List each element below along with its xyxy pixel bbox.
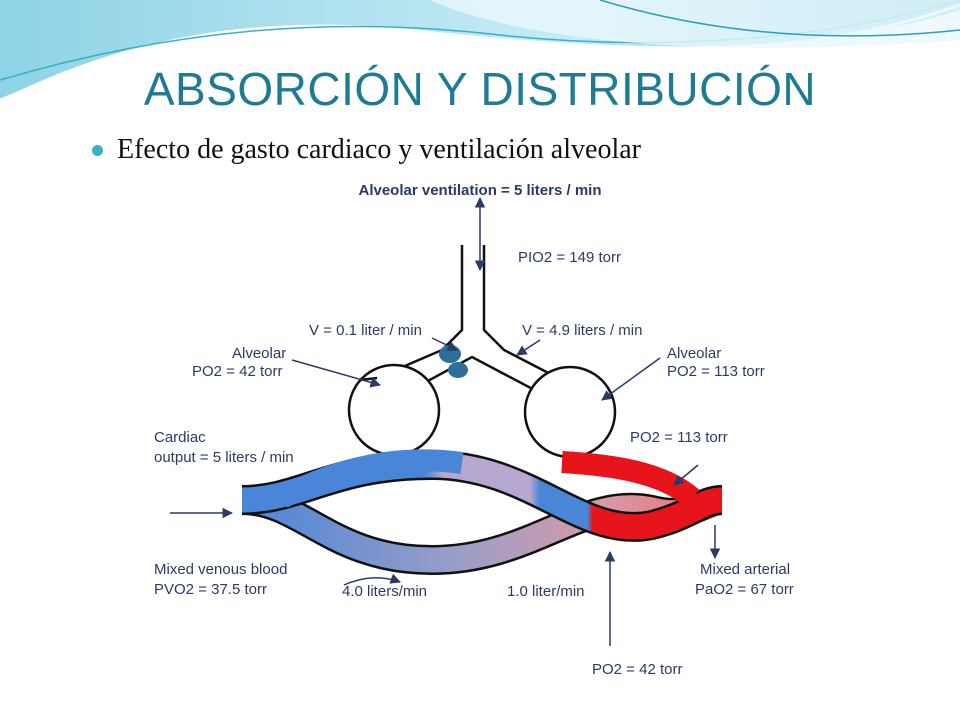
alveolar-left-label: Alveolar xyxy=(232,345,286,362)
cardiac-output-label-1: Cardiac xyxy=(154,429,206,446)
v-left-label: V = 0.1 liter / min xyxy=(309,322,422,339)
po2-bottom-label: PO2 = 42 torr xyxy=(592,661,682,678)
mixed-arterial-label-2: PaO2 = 67 torr xyxy=(695,581,794,598)
mixed-venous-label-2: PVO2 = 37.5 torr xyxy=(154,581,267,598)
blood-vessel-top-arc xyxy=(276,449,700,508)
bullet-item: Efecto de gasto cardiaco y ventilación a… xyxy=(92,134,641,166)
v-right-label: V = 4.9 liters / min xyxy=(522,322,642,339)
flow-arrows xyxy=(170,196,721,646)
bullet-dot-icon xyxy=(92,144,103,156)
alveolus-right xyxy=(523,365,617,459)
alveolar-left-po2: PO2 = 42 torr xyxy=(192,363,282,380)
po2-top-right-label: PO2 = 113 torr xyxy=(630,429,728,446)
flow-left-label: 4.0 liters/min xyxy=(342,583,427,600)
flow-right-label: 1.0 liter/min xyxy=(507,583,585,600)
header-wave-decoration xyxy=(0,0,960,102)
cardiac-output-label-2: output = 5 liters / min xyxy=(154,449,294,466)
mixed-arterial-label-1: Mixed arterial xyxy=(700,561,790,578)
slide-title: ABSORCIÓN Y DISTRIBUCIÓN xyxy=(143,63,817,115)
bullet-text: Efecto de gasto cardiaco y ventilación a… xyxy=(117,134,641,165)
pio2-label: PIO2 = 149 torr xyxy=(518,249,621,266)
alveolar-right-po2: PO2 = 113 torr xyxy=(667,363,765,380)
alveolar-right-label: Alveolar xyxy=(667,345,721,362)
mixed-venous-label-1: Mixed venous blood xyxy=(154,561,287,578)
ventilation-perfusion-diagram: Alveolar ventilation = 5 liters / min PI… xyxy=(154,182,794,678)
alveolar-ventilation-label: Alveolar ventilation = 5 liters / min xyxy=(359,182,602,199)
